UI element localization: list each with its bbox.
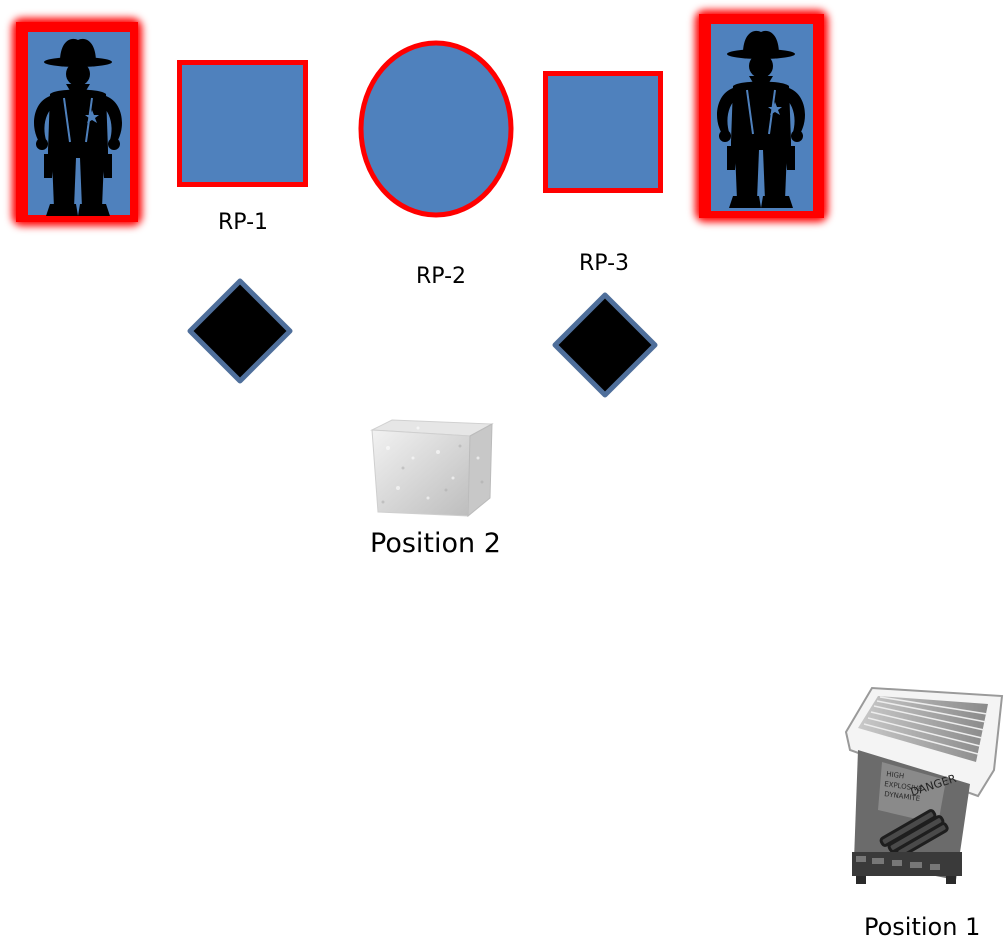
rp2-circle-target [358,40,514,218]
rp2-label: RP-2 [416,264,467,289]
position1-label: Position 1 [864,913,981,941]
diamond-marker [551,291,659,399]
diamond-marker [186,277,294,385]
right-cowboy-target [689,4,834,228]
left-cowboy-target [6,12,148,232]
svg-text:HIGH: HIGH [886,770,905,780]
explosive-device-icon: DANGER HIGH EXPLOSIVE DYNAMITE [838,684,1004,886]
rp3-label: RP-3 [579,251,630,276]
rp1-square-target [177,60,308,187]
cinder-block-icon [368,418,494,520]
rp3-square-target [543,71,663,193]
position2-label: Position 2 [370,528,501,559]
rp1-label: RP-1 [218,210,269,235]
